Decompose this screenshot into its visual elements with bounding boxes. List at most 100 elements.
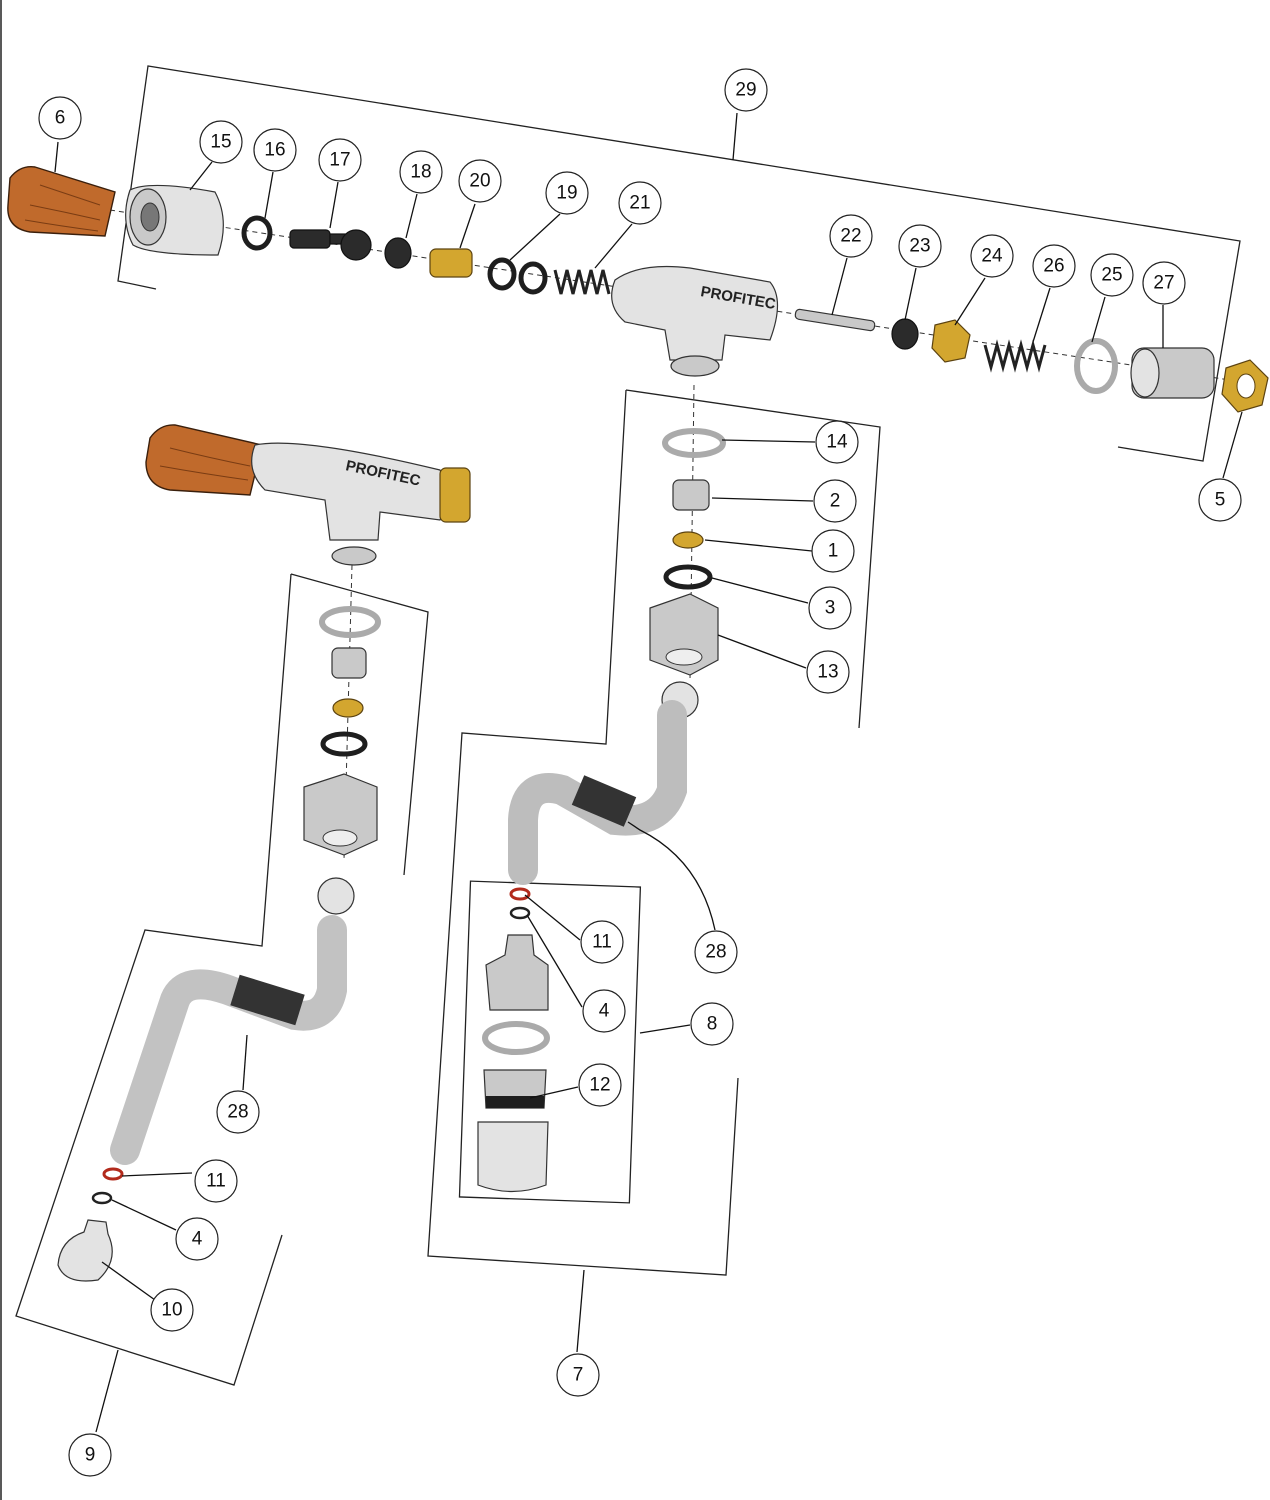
- spring-21: [553, 269, 611, 295]
- hot-water-tip: [57, 1219, 113, 1282]
- steel-cap-bore: [140, 202, 160, 232]
- svg-text:14: 14: [826, 432, 848, 453]
- bracket-7: [427, 389, 881, 1276]
- wood-grain: [24, 184, 101, 232]
- wood-knob: [7, 166, 116, 237]
- svg-text:2: 2: [830, 491, 841, 512]
- oring-4: [509, 906, 531, 920]
- wand-grip: [571, 775, 637, 827]
- svg-text:19: 19: [556, 183, 577, 204]
- svg-text:25: 25: [1101, 265, 1122, 286]
- left-oring: [320, 731, 368, 757]
- callout-24: 24: [970, 234, 1014, 278]
- callout-20: 20: [458, 159, 502, 203]
- callout-25: 25: [1090, 253, 1134, 297]
- spindle-ball: [340, 229, 372, 261]
- callout-21: 21: [618, 181, 662, 225]
- callout-22: 22: [829, 214, 873, 258]
- callout-29: 29: [724, 68, 768, 112]
- valve-body: [611, 265, 779, 361]
- svg-text:26: 26: [1043, 256, 1064, 277]
- svg-text:29: 29: [735, 80, 756, 101]
- svg-text:24: 24: [981, 246, 1003, 267]
- callout-28-left: 28: [216, 1090, 260, 1134]
- callout-16: 16: [253, 128, 297, 172]
- spring-26: [983, 339, 1047, 373]
- svg-text:13: 13: [817, 662, 838, 683]
- brass-insert-1: [672, 531, 704, 549]
- svg-text:1: 1: [828, 541, 839, 562]
- callout-13: 13: [806, 650, 850, 694]
- bracket-9: [15, 573, 429, 1386]
- svg-text:28: 28: [705, 942, 726, 963]
- callout-11-left: 11: [194, 1159, 238, 1203]
- pin-22: [794, 308, 876, 332]
- hex-nut-13-bore: [665, 648, 703, 666]
- svg-text:27: 27: [1153, 273, 1174, 294]
- leader-lines: [54, 112, 1243, 1433]
- callout-23: 23: [898, 224, 942, 268]
- callout-8: 8: [690, 1002, 734, 1046]
- right-wand-assembly: [477, 384, 726, 1193]
- callout-15: 15: [199, 120, 243, 164]
- brass-bushing: [429, 248, 473, 278]
- brass-nut-5-bore: [1236, 373, 1256, 399]
- svg-text:4: 4: [599, 1001, 610, 1022]
- svg-text:18: 18: [410, 162, 431, 183]
- tip-washer: [482, 1021, 550, 1055]
- svg-text:17: 17: [329, 150, 350, 171]
- left-wand-tube: [110, 915, 347, 1165]
- left-hex-nut-bore: [322, 829, 358, 847]
- svg-text:5: 5: [1215, 490, 1226, 511]
- top-valve-assembly: PROFITEC: [7, 166, 1269, 413]
- callout-27: 27: [1142, 261, 1186, 305]
- left-washer: [319, 606, 381, 638]
- tip-insert-12-band: [486, 1096, 544, 1108]
- svg-text:11: 11: [206, 1171, 226, 1192]
- callout-9: 9: [68, 1433, 112, 1477]
- left-wood-grain: [159, 447, 251, 481]
- svg-text:12: 12: [589, 1075, 610, 1096]
- left-red-oring: [102, 1167, 124, 1181]
- svg-text:21: 21: [629, 193, 650, 214]
- fitting-27-face: [1130, 348, 1160, 398]
- left-valve-outlet: [331, 546, 377, 566]
- svg-text:6: 6: [55, 108, 66, 129]
- valve-body-outlet: [670, 355, 720, 377]
- callout-4-right: 4: [582, 989, 626, 1033]
- left-brass-insert: [332, 698, 364, 718]
- svg-text:16: 16: [264, 140, 285, 161]
- callout-19: 19: [545, 171, 589, 215]
- ring-19a: [487, 257, 517, 291]
- left-oring-4: [91, 1191, 113, 1205]
- callout-26: 26: [1032, 244, 1076, 288]
- callout-6: 6: [38, 96, 82, 140]
- seal-23: [891, 318, 919, 350]
- ring-19b: [518, 261, 548, 295]
- callout-11-right: 11: [580, 920, 624, 964]
- callout-2: 2: [813, 479, 857, 523]
- callout-17: 17: [318, 138, 362, 182]
- seal-18: [384, 237, 412, 269]
- svg-text:9: 9: [85, 1445, 96, 1466]
- callout-28-right: 28: [694, 930, 738, 974]
- steam-tip: [485, 934, 549, 1011]
- red-oring-11: [509, 887, 531, 901]
- svg-text:8: 8: [707, 1014, 718, 1035]
- bracket-8: [458, 880, 642, 1204]
- svg-text:7: 7: [573, 1365, 584, 1386]
- bracket-29: [117, 65, 1241, 462]
- left-brass-nut: [439, 467, 471, 523]
- svg-text:22: 22: [840, 226, 861, 247]
- svg-text:23: 23: [909, 236, 930, 257]
- svg-text:4: 4: [192, 1229, 203, 1250]
- spring-2: [672, 479, 710, 511]
- left-wand-assembly: PROFITEC: [57, 424, 471, 1282]
- oring-3: [663, 564, 713, 590]
- washer-14: [662, 428, 726, 458]
- callout-1: 1: [811, 529, 855, 573]
- svg-text:11: 11: [592, 932, 612, 953]
- left-spring: [331, 647, 367, 679]
- ring-16: [241, 215, 273, 251]
